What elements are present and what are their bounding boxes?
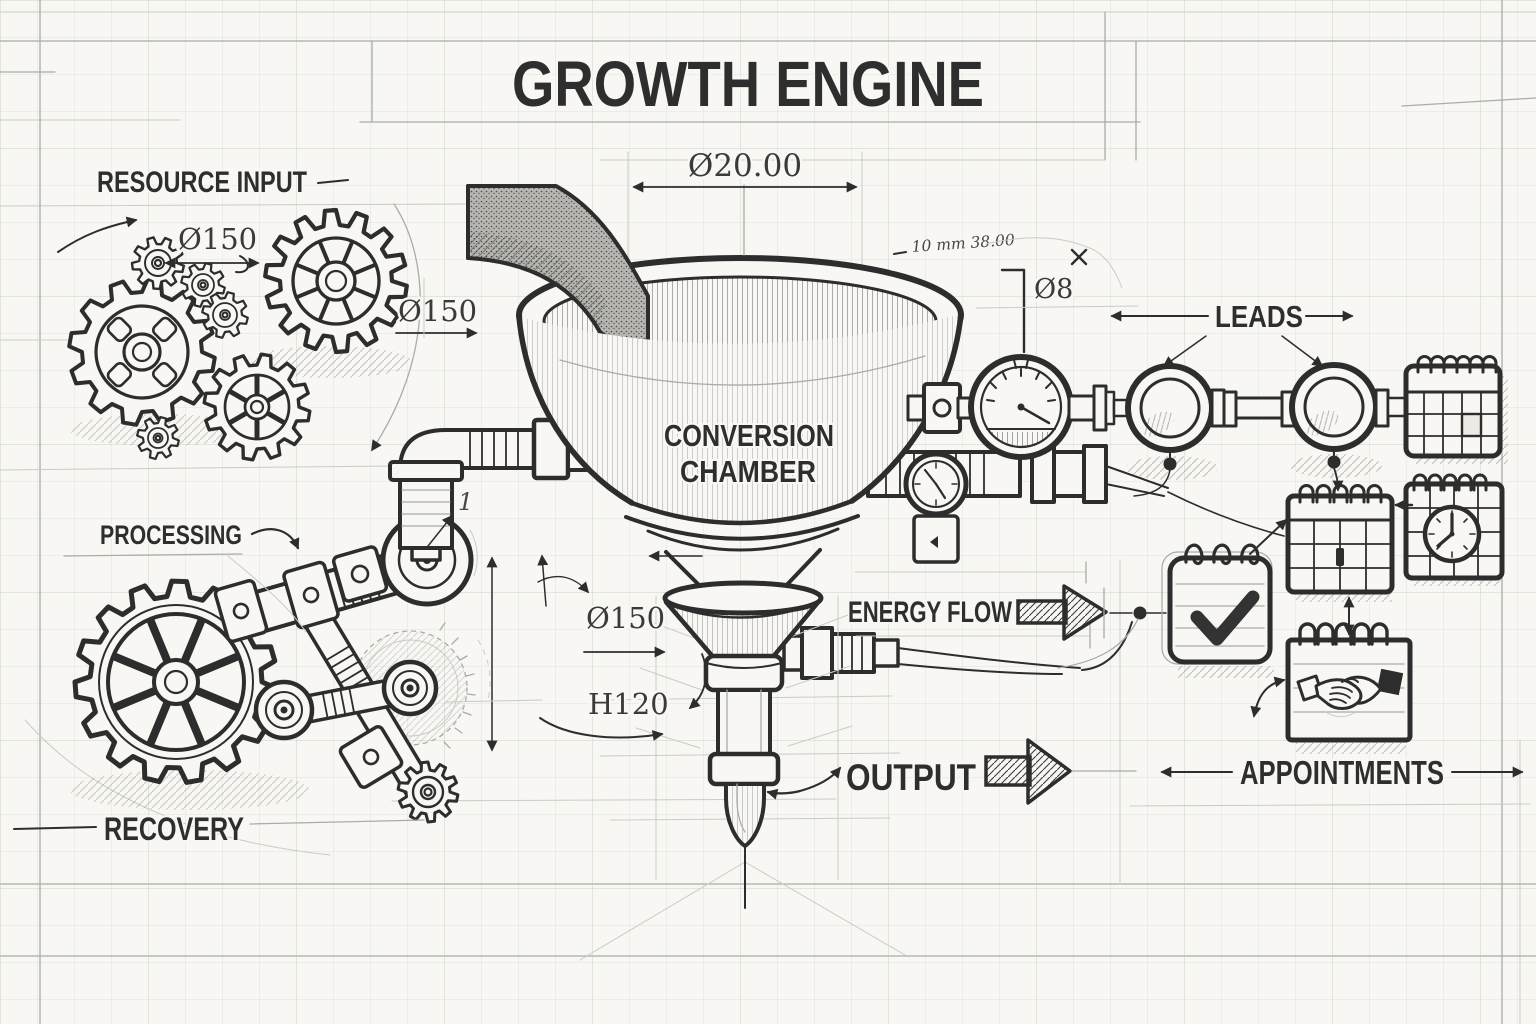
calendar-grid-icon: [1285, 484, 1395, 602]
instrument-gauges: [903, 354, 1116, 564]
pressure-gauge-icon: [968, 354, 1074, 460]
spout-flange: [707, 751, 781, 787]
node-dot: [1163, 457, 1177, 471]
pipe-coupling: [800, 626, 834, 680]
gear-small-slot: [396, 760, 460, 824]
spiral-binding: [1416, 355, 1498, 374]
energy-flow-group: ENERGY FLOW: [846, 561, 1167, 669]
energy-flow-arrow-icon: [1016, 584, 1108, 641]
input-gear-cluster: RESOURCE INPUT Ø150 Ø150: [57, 164, 480, 462]
clock-gauge-icon: [903, 451, 969, 564]
label-conversion-line1: CONVERSION: [664, 418, 834, 453]
conversion-funnel: CONVERSION CHAMBER: [466, 151, 964, 909]
node-dot: [1133, 606, 1147, 620]
dim-mouth-diameter: Ø20.00: [688, 148, 802, 184]
dim-pipe-diameter: Ø8: [1034, 274, 1073, 305]
calendar-icon: [1403, 355, 1508, 464]
appointments-group: APPOINTMENTS: [1160, 752, 1524, 793]
node-dot: [1327, 455, 1341, 469]
output-group: OUTPUT: [766, 738, 1137, 805]
cluster-arrows: [1249, 499, 1414, 718]
page-title: GROWTH ENGINE: [512, 48, 984, 120]
part-callout: 1: [458, 488, 473, 516]
gears-input: [67, 207, 409, 462]
roller-left: [253, 679, 315, 741]
arrow-processing: [250, 528, 300, 550]
handshake-icon: [1296, 668, 1404, 718]
spiral-binding: [1298, 484, 1383, 504]
gear-icon: [396, 760, 460, 824]
arrow-into-gears: [57, 216, 138, 253]
calendar-clock-icon: [1403, 473, 1505, 586]
calendar-icons: [1161, 355, 1508, 754]
recovery-machinery: PROCESSING RECOVERY: [13, 513, 491, 856]
gear-arc-guide: [371, 203, 421, 452]
spiral-binding: [1412, 473, 1488, 492]
dim-input-gear-diameter-secondary: Ø150: [398, 294, 477, 328]
output-leader: [766, 766, 842, 800]
label-conversion-line2: CHAMBER: [680, 454, 816, 489]
label-resource-input: RESOURCE INPUT: [97, 166, 307, 199]
label-processing: PROCESSING: [100, 520, 242, 550]
label-output: OUTPUT: [846, 757, 976, 798]
label-recovery: RECOVERY: [104, 811, 244, 847]
handshake-notepad-icon: [1285, 622, 1413, 754]
highlighted-date-cell: [1460, 412, 1483, 438]
output-arrow-icon: [984, 738, 1072, 805]
title-block: GROWTH ENGINE: [510, 46, 986, 122]
dim-spout-height: H120: [588, 687, 669, 721]
calendar-check-icon: [1161, 543, 1274, 678]
gear-icon: [201, 291, 249, 339]
dim-spout-diameter: Ø150: [586, 601, 665, 635]
gear-icon: [136, 416, 180, 460]
clock-icon: [1422, 504, 1482, 564]
roller-right: [381, 659, 439, 717]
spout-tube: [716, 688, 772, 758]
gear-icon: [202, 352, 312, 462]
dim-input-gear-diameter: Ø150: [178, 222, 257, 256]
label-appointments: APPOINTMENTS: [1240, 754, 1444, 791]
label-energy-flow: ENERGY FLOW: [848, 596, 1012, 629]
marked-date: [1336, 548, 1344, 566]
sight-glass-2: [1289, 362, 1379, 452]
leads-assembly: LEADS: [1110, 297, 1412, 497]
sight-glass-1: [1125, 363, 1215, 453]
checkmark-icon: [1190, 590, 1260, 646]
spout-collar: [703, 653, 785, 693]
gear-icon: [263, 207, 409, 355]
spiral-binding: [1184, 543, 1260, 566]
gear-icon: [67, 277, 217, 427]
label-leads: LEADS: [1215, 299, 1303, 334]
spray-guides: [635, 614, 853, 749]
joint-plates: [213, 545, 404, 789]
